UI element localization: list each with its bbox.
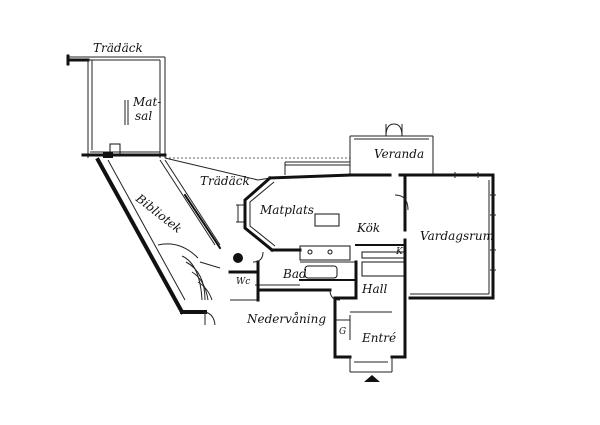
label-vardagsrum: Vardagsrum <box>420 229 494 243</box>
bibliotek-wing <box>95 157 222 326</box>
label-tradack-mid: Trädäck <box>200 174 250 188</box>
label-bibliotek: Bibliotek <box>132 191 184 236</box>
label-kok: Kök <box>356 221 380 235</box>
label-nedervaning: Nedervåning <box>246 311 326 326</box>
label-tradack-top: Trädäck <box>93 41 143 55</box>
label-wc: Wc <box>236 277 250 287</box>
label-matsal-1: Mat- <box>132 95 161 109</box>
label-entre: Entré <box>361 331 396 345</box>
label-veranda: Veranda <box>374 147 424 161</box>
label-matplats: Matplats <box>259 203 314 217</box>
label-hall: Hall <box>361 282 387 296</box>
label-g: G <box>339 327 346 337</box>
entrance-arrow-icon <box>364 375 380 382</box>
main-house <box>228 172 496 302</box>
matsal-wing <box>66 54 167 158</box>
label-bad: Bad <box>282 267 307 281</box>
label-k: K <box>395 247 404 257</box>
matplats <box>233 161 352 263</box>
label-matsal-2: sal <box>135 109 152 123</box>
veranda <box>349 123 434 175</box>
entre-block <box>333 296 407 382</box>
